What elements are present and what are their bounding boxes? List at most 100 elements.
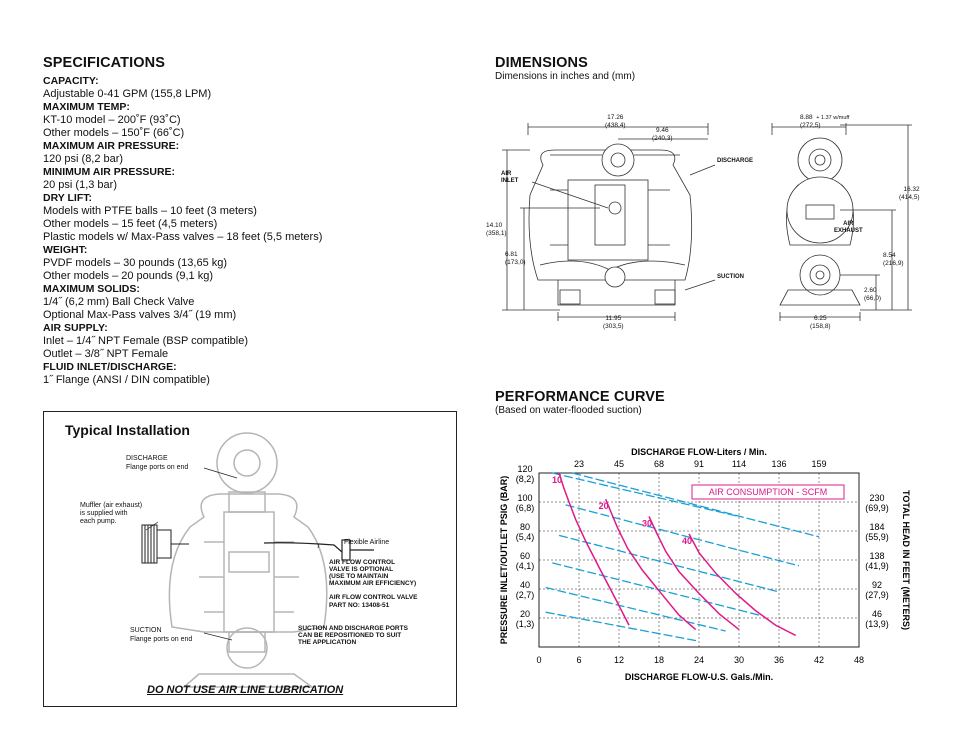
dimension-drawing [502,123,912,321]
spec-value: 1/4˝ (6,2 mm) Ball Check Valve [43,296,195,308]
suction-label-sub: Flange ports on end [130,636,193,643]
dim-front-mid-in: 6.81 [505,251,518,258]
x2-tick-label: 68 [654,459,664,469]
valve-optional-label: AIR FLOW CONTROL VALVE IS OPTIONAL (USE … [329,559,416,587]
dim-side-mid-mm: (216,9) [883,260,904,267]
x2-tick-label: 114 [732,459,746,469]
dim-side-height-mm: (414,5) [899,194,920,201]
flexible-airline-label: Flexible Airline [344,539,390,546]
spec-label: MAXIMUM SOLIDS: [43,283,140,295]
y-tick-label-bar: (2,7) [516,590,535,600]
dim-side-muff: + 1.37 w/muff [816,115,850,121]
y-tick-label: 100 [517,493,532,503]
y2-tick-label: 46 [872,609,882,619]
installation-title: Typical Installation [65,422,190,438]
dim-side-low-in: 2.60 [864,287,877,294]
dim-discharge-label: DISCHARGE [717,158,754,164]
x-tick-label: 48 [854,655,864,665]
spec-value: Other models – 15 feet (4,5 meters) [43,218,218,230]
dim-air-inlet: AIR INLET [501,171,518,185]
legend-box [691,484,845,500]
x-tick-label: 24 [694,655,704,665]
y2-tick-label-meters: (41,9) [865,561,889,571]
x2-tick-label: 23 [574,459,584,469]
y2-tick-label-meters: (69,9) [865,503,889,513]
x-tick-label: 0 [536,655,541,665]
y-tick-label: 80 [520,522,530,532]
dimensions-title: DIMENSIONS [495,55,588,71]
dim-front-half-width-mm: (240,3) [652,135,673,142]
x-tick-label: 36 [774,655,784,665]
curve-label: 10 [552,475,562,485]
muffler-label: Muffler (air exhaust) is supplied with e… [80,502,142,526]
curve-label: 40 [682,536,692,546]
x-tick-label: 12 [614,655,624,665]
discharge-label: DISCHARGE Flange ports on end [126,454,188,472]
spec-value: Models with PTFE balls – 10 feet (3 mete… [43,205,257,217]
valve-optional-line4: MAXIMUM AIR EFFICIENCY) [329,580,417,587]
head-isoline [545,611,700,642]
dim-air-inlet-line2: INLET [501,178,519,184]
spec-value: Optional Max-Pass valves 3/4˝ (19 mm) [43,309,237,321]
dim-side-low-mm: (66,0) [864,295,881,302]
performance-title: PERFORMANCE CURVE [495,389,665,405]
air-consumption-curve [604,498,697,631]
suction-label-title: SUCTION [130,627,162,634]
y-axis-title: PRESSURE INLET/OUTLET PSIG (BAR) [499,476,509,645]
head-isoline [572,472,820,538]
x-tick-label: 18 [654,655,664,665]
dim-air-exhaust-line1: AIR [843,221,854,227]
valve-optional-line2: VALVE IS OPTIONAL [329,566,394,573]
x2-tick-label: 136 [771,459,786,469]
spec-value: Other models – 20 pounds (9,1 kg) [43,270,213,282]
lubrication-warning: DO NOT USE AIR LINE LUBRICATION [147,684,344,696]
legend-label: AIR CONSUMPTION - SCFM [709,487,828,497]
air-consumption-curve [558,472,630,626]
performance-subtitle: (Based on water-flooded suction) [495,405,642,416]
spec-label: MINIMUM AIR PRESSURE: [43,166,176,178]
spec-label: MAXIMUM TEMP: [43,101,130,113]
dim-side-top-mm: (272,5) [800,122,821,129]
spec-value: Adjustable 0-41 GPM (155,8 LPM) [43,88,212,100]
specifications-list: CAPACITY:Adjustable 0-41 GPM (155,8 LPM)… [43,75,443,387]
dim-side-top: 8.88 + 1.37 w/muff (272,5) [800,114,849,130]
dim-front-half-width: 9.46 (240,3) [652,127,673,143]
discharge-label-title: DISCHARGE [126,455,168,462]
specifications-title: SPECIFICATIONS [43,55,165,71]
y-tick-label: 60 [520,551,530,561]
y2-tick-label: 184 [869,522,884,532]
head-isoline [565,504,800,567]
valve-part-line2: PART NO: 13408-51 [329,602,390,609]
head-isoline [545,586,726,632]
dim-front-overall-width-in: 17.26 [607,114,624,121]
muffler-label-line2: is supplied with [80,510,128,517]
y-tick-label-bar: (6,8) [516,503,535,513]
dim-side-base: 6.25 (158,8) [810,315,831,331]
y-tick-label-bar: (5,4) [516,532,535,542]
reposition-line1: SUCTION AND DISCHARGE PORTS [298,625,408,632]
valve-optional-line1: AIR FLOW CONTROL [329,559,396,566]
suction-label: SUCTION Flange ports on end [130,626,192,644]
dim-air-exhaust-line2: EXHAUST [834,228,863,234]
y-tick-label-bar: (1,3) [516,619,535,629]
x2-tick-label: 159 [811,459,826,469]
y2-tick-label: 138 [869,551,884,561]
dim-side-base-mm: (158,8) [810,323,831,330]
muffler-label-line1: Muffler (air exhaust) [80,502,143,509]
air-consumption-curve [688,533,797,637]
dim-front-mid-mm: (173,0) [505,259,526,266]
valve-optional-line3: (USE TO MAINTAIN [329,573,389,580]
dim-side-top-row: 8.88 + 1.37 w/muff [800,114,849,122]
dim-air-inlet-line1: AIR [501,171,512,177]
dim-side-height: 16.32 (414,5) [899,186,920,202]
y2-axis-title: TOTAL HEAD IN FEET (METERS) [901,490,911,630]
x-tick-label: 42 [814,655,824,665]
spec-value: 120 psi (8,2 bar) [43,153,124,165]
dim-side-mid: 8.54 (216,9) [883,252,904,268]
top-axis-title: DISCHARGE FLOW-Liters / Min. [631,447,767,457]
y2-tick-label-meters: (55,9) [865,532,889,542]
dim-front-base: 11.95 (303,5) [603,315,624,331]
spec-label: WEIGHT: [43,244,88,256]
y-tick-label-bar: (4,1) [516,561,535,571]
